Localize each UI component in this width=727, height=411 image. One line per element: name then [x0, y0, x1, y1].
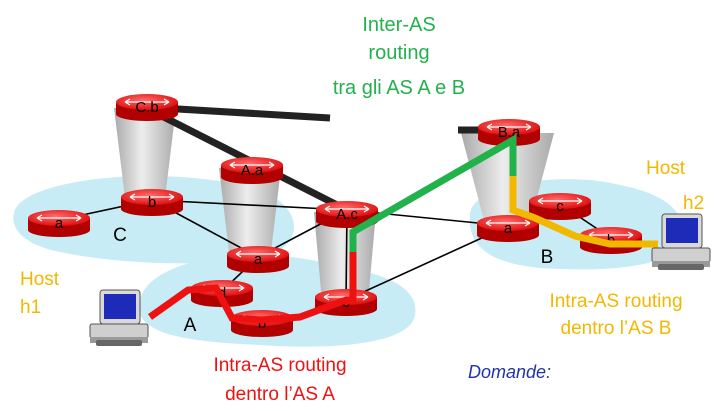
- svg-text:dentro l’AS A: dentro l’AS A: [225, 384, 335, 405]
- router-aa: A.a: [220, 156, 284, 185]
- aa-cylinder: [219, 168, 281, 260]
- svg-text:a: a: [55, 215, 64, 232]
- intra-as-a-path: [147, 250, 357, 324]
- svg-text:Host: Host: [20, 269, 60, 290]
- svg-text:Host: Host: [646, 158, 686, 179]
- svg-text:A.a: A.a: [241, 162, 264, 179]
- router-a-a: a: [226, 245, 290, 274]
- router-b-a: a: [476, 214, 540, 243]
- inter-as-caption: Inter-AS routing tra gli AS A e B: [333, 14, 465, 99]
- router-c-a: a: [27, 209, 91, 238]
- host-h1-computer-icon: [89, 289, 149, 346]
- intra-as-a-caption: Intra-AS routing dentro l’AS A: [213, 355, 346, 405]
- host-h2-label: Host h2: [646, 158, 704, 214]
- svg-text:a: a: [254, 251, 263, 268]
- domande-label: Domande:: [468, 362, 551, 382]
- svg-text:dentro l’AS B: dentro l’AS B: [561, 318, 672, 339]
- svg-text:Intra-AS routing: Intra-AS routing: [213, 355, 346, 376]
- svg-text:c: c: [556, 198, 564, 215]
- svg-text:a: a: [504, 220, 513, 237]
- svg-text:h1: h1: [20, 297, 41, 318]
- as-label-b: B: [541, 247, 554, 268]
- host-h2-computer-icon: [651, 213, 711, 270]
- as-label-a: A: [184, 315, 197, 336]
- svg-text:h2: h2: [683, 193, 704, 214]
- intra-as-b-path: [509, 176, 658, 248]
- svg-text:tra gli AS A e B: tra gli AS A e B: [333, 77, 465, 99]
- intra-as-b-caption: Intra-AS routing dentro l’AS B: [549, 291, 682, 339]
- router-ac: A.c: [315, 200, 379, 229]
- router-c-b: b: [120, 188, 184, 217]
- svg-text:Inter-AS: Inter-AS: [362, 14, 435, 36]
- svg-text:b: b: [148, 194, 156, 211]
- router-cb: C.b: [115, 93, 179, 122]
- router-b-c: c: [528, 192, 592, 221]
- as-label-c: C: [113, 225, 127, 246]
- svg-text:C.b: C.b: [135, 99, 158, 116]
- svg-text:Intra-AS routing: Intra-AS routing: [549, 291, 682, 312]
- svg-text:routing: routing: [368, 42, 429, 64]
- inter-as-path: [349, 133, 517, 252]
- cb-cylinder: [114, 108, 176, 206]
- ac-cylinder: [314, 212, 376, 302]
- host-h1-label: Host h1: [20, 269, 60, 318]
- svg-text:A.c: A.c: [336, 206, 358, 223]
